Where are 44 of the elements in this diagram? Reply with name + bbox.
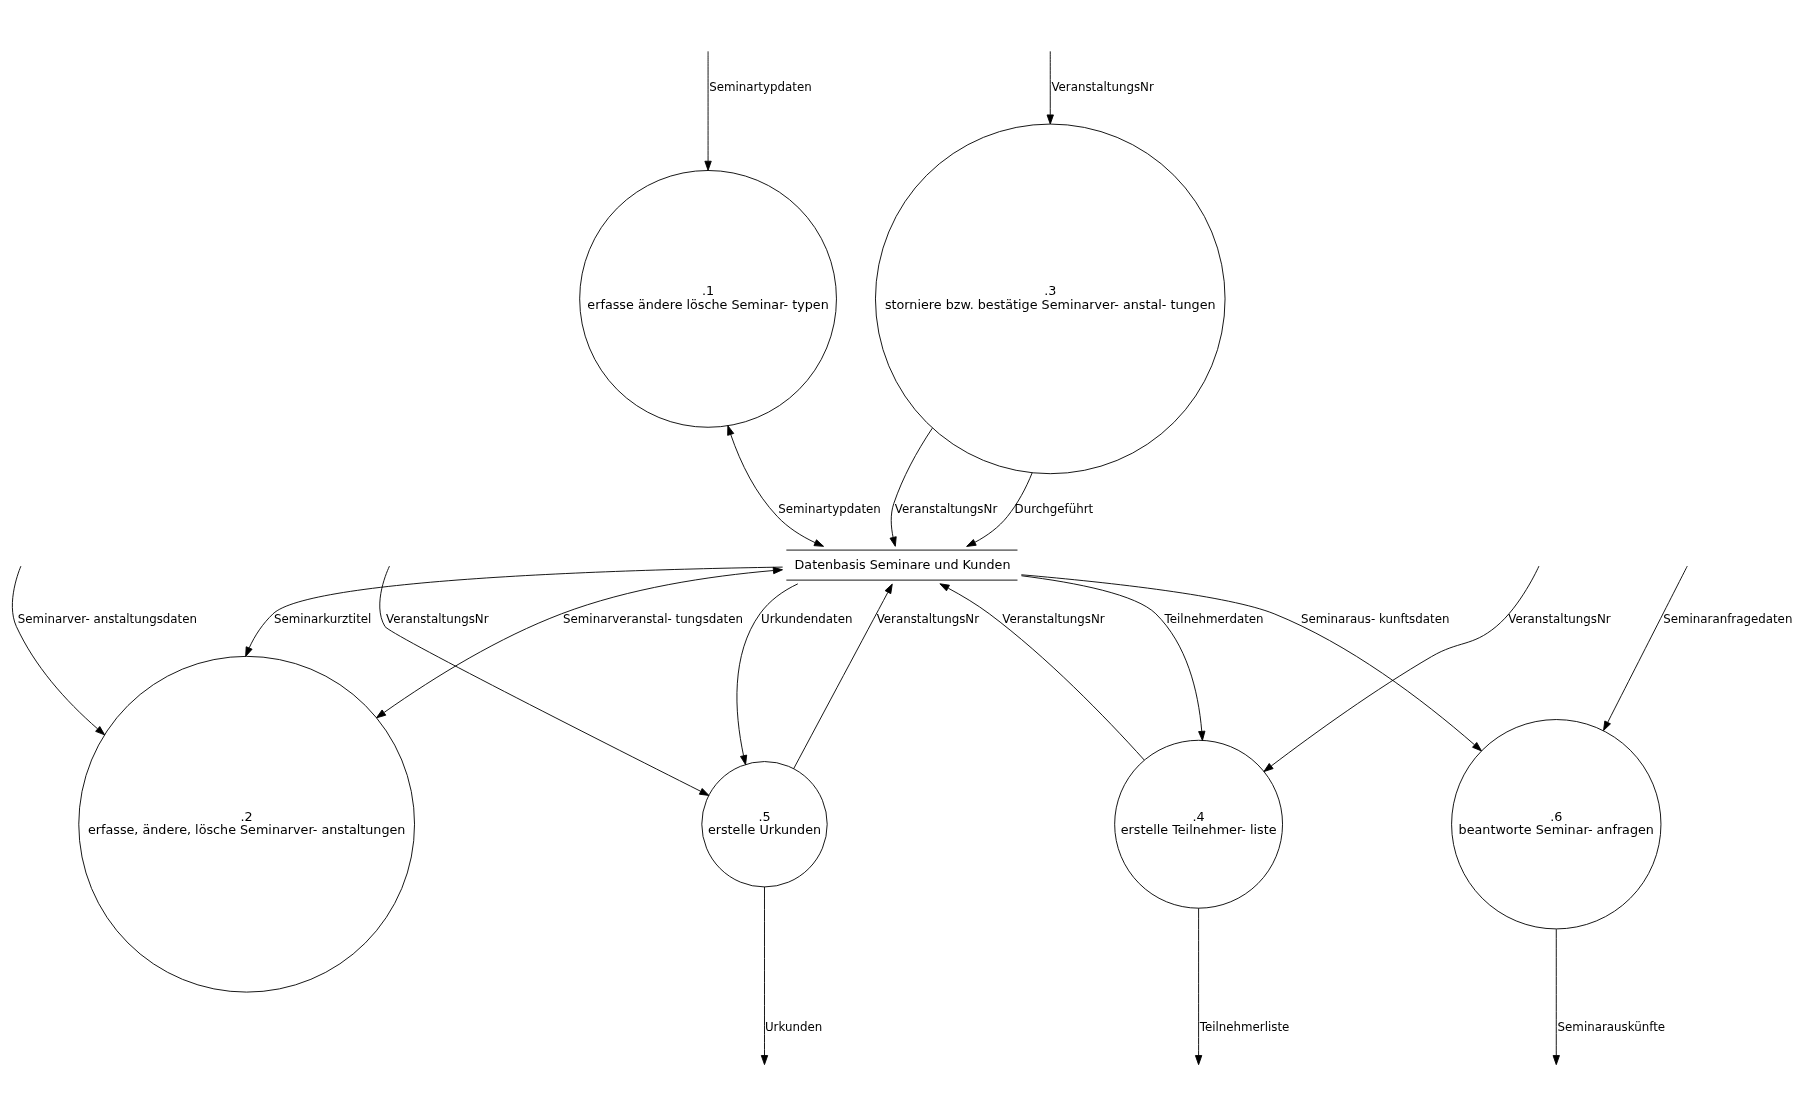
edge-label: Seminarver- anstaltungsdaten: [17, 611, 197, 626]
arrow: [889, 427, 933, 547]
edge-label: VeranstaltungsNr: [1051, 79, 1154, 94]
arrow: [245, 566, 784, 657]
edge-label: Seminarauskünfte: [1557, 1019, 1666, 1034]
arrow: [1194, 907, 1203, 1065]
edge-label: Seminartypdaten: [778, 501, 881, 516]
edge-label: Seminartypdaten: [709, 79, 812, 94]
edge-label: VeranstaltungsNr: [894, 501, 998, 516]
arrow: [1020, 574, 1206, 741]
edge-label: Durchgeführt: [1014, 501, 1094, 516]
arrow: [704, 50, 712, 171]
arrow: [379, 565, 710, 796]
edge-label: Urkunden: [764, 1019, 823, 1034]
arrow: [11, 565, 106, 735]
edge-label: Seminaraus- kunftsdaten: [1300, 611, 1450, 626]
node-circle: .1 erfasse ändere lösche Seminar- typen: [579, 169, 837, 428]
arrow: [1020, 573, 1482, 751]
node-circle: .5 erstelle Urkunden: [701, 760, 828, 887]
arrow: [1552, 928, 1560, 1065]
edge-label: Seminarkurztitel: [273, 611, 372, 626]
arrow: [966, 471, 1033, 547]
arrow: [1603, 565, 1688, 731]
edge-label: VeranstaltungsNr: [386, 611, 489, 626]
arrow: [1263, 565, 1540, 772]
edge-label: VeranstaltungsNr: [1002, 611, 1105, 626]
arrow: [727, 424, 824, 547]
node-circle: .2 erfasse, ändere, lösche Seminarver- anstaltungen: [78, 655, 415, 993]
edge-label: Urkundendaten: [761, 611, 853, 626]
edge-label: Teilnehmerdaten: [1164, 611, 1264, 626]
edge-label: VeranstaltungsNr: [876, 611, 980, 626]
edge-label: Seminaranfragedaten: [1663, 611, 1793, 626]
arrow: [939, 582, 1145, 761]
arrow: [736, 582, 799, 765]
node-circle: .3 storniere bzw. bestätige Seminarver- anstal- tungen: [875, 123, 1226, 474]
edge-label: Teilnehmerliste: [1199, 1019, 1290, 1034]
arrow: [1046, 50, 1054, 124]
arrow: [760, 885, 769, 1065]
edge-label: VeranstaltungsNr: [1508, 611, 1611, 626]
node-text: Datenbasis Seminare und Kunden: [794, 556, 1011, 572]
node-circle: .4 erstelle Teilnehmer- liste: [1114, 739, 1283, 909]
edge-label: Seminarveranstal- tungsdaten: [563, 611, 743, 626]
arrow: [793, 583, 893, 769]
arrow: [376, 566, 783, 718]
